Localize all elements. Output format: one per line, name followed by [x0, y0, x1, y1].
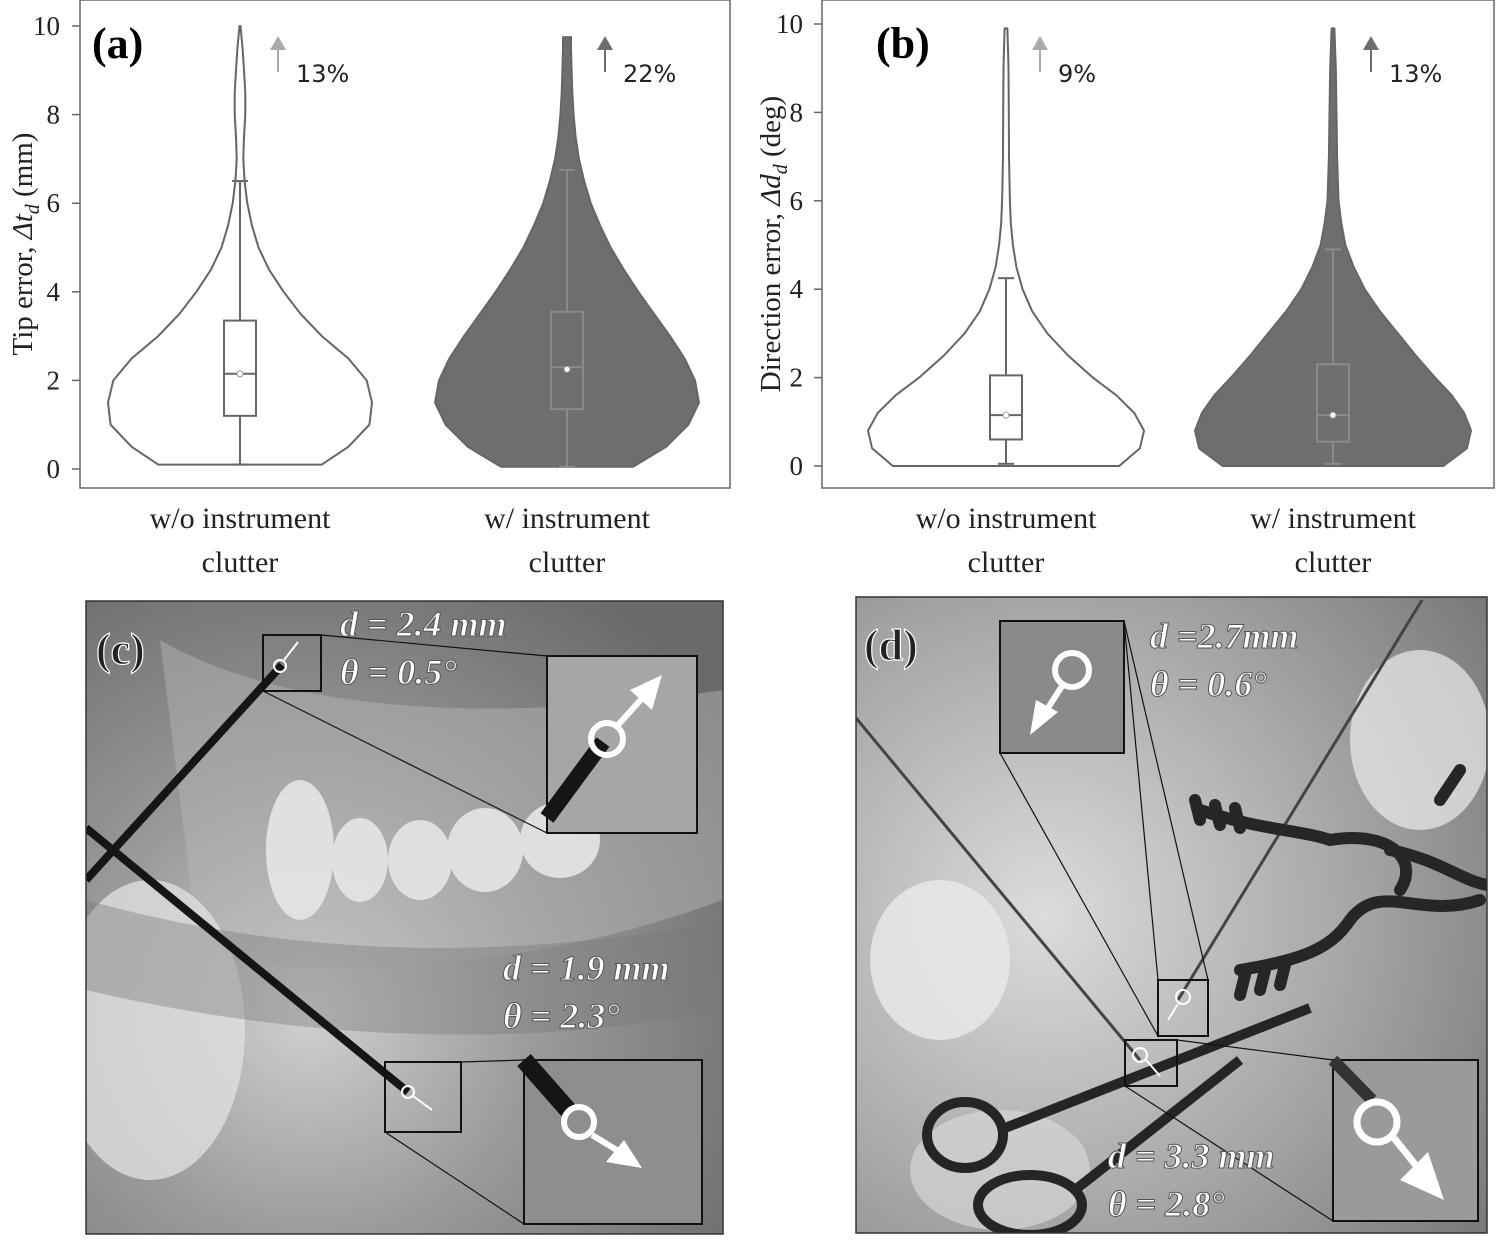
- svg-text:w/o instrument: w/o instrument: [916, 502, 1097, 535]
- svg-text:clutter: clutter: [202, 546, 279, 579]
- x-tick-label-a-0: w/o instrument clutter: [150, 502, 331, 579]
- svg-text:w/ instrument: w/ instrument: [1250, 502, 1416, 535]
- outlier-arrow-head-1-0: [1032, 36, 1048, 50]
- annotation-c-2-theta: θ = 2.3°: [503, 996, 620, 1036]
- zoom-source-box-c-1: [262, 634, 322, 692]
- zoom-source-box-d-2: [1124, 1039, 1178, 1087]
- mean-dot-0-1: [563, 365, 571, 373]
- zoom-inset-c-2: [517, 1054, 703, 1225]
- mean-dot-1-0: [1002, 411, 1010, 419]
- annotation-c-2-d: d = 1.9 mm: [503, 948, 670, 988]
- outlier-arrow-head-0-1: [597, 36, 613, 50]
- outlier-pct-label-1-0: 9%: [1058, 60, 1096, 88]
- y-axis-label-a: Tip error, Δtd (mm): [7, 133, 44, 356]
- dark-band-c: [86, 900, 723, 1035]
- zoom-source-box-c-2: [384, 1061, 462, 1133]
- svg-text:w/o instrument: w/o instrument: [150, 502, 331, 535]
- zoom-inset-d-2: [1328, 1055, 1479, 1222]
- panel-label-c: (c): [96, 625, 145, 674]
- iqr-box-1-0: [989, 374, 1023, 441]
- violins-a: 13% 22%: [107, 25, 700, 468]
- y-axis-label-b: Direction error, Δdd (deg): [755, 96, 792, 392]
- svg-text:clutter: clutter: [1295, 546, 1372, 579]
- svg-text:clutter: clutter: [529, 546, 606, 579]
- outlier-pct-label-0-1: 22%: [623, 60, 676, 88]
- iqr-box-1-1: [1316, 363, 1350, 443]
- panel-label-b: (b): [876, 19, 930, 68]
- instrument-line-d-1: [856, 717, 1142, 1061]
- violin-body-1-1: [1194, 27, 1472, 467]
- outlier-arrow-head-0-0: [270, 36, 286, 50]
- skull-bright-d: [870, 880, 1010, 1040]
- xray-panel-c: (c) d = 2.4 mm θ = 0.5° d = 1.9 mm θ = 2…: [85, 600, 724, 1235]
- annotation-c-1-theta: θ = 0.5°: [340, 652, 457, 692]
- x-tick-label-a-1: w/ instrument clutter: [484, 502, 650, 579]
- image-frame-d: [855, 596, 1488, 1234]
- plot-frame-a: [79, 0, 731, 489]
- y-tick-label-1-4: 8: [790, 97, 804, 127]
- mandible-c: [86, 880, 245, 1180]
- instrument-line-d-2: [1176, 599, 1424, 1001]
- outlier-arrow-head-1-1: [1363, 36, 1379, 50]
- y-tick-label-0-5: 10: [33, 11, 60, 41]
- mean-dot-1-1: [1329, 411, 1337, 419]
- y-tick-label-1-0: 0: [790, 451, 804, 481]
- y-tick-label-1-5: 10: [776, 9, 803, 39]
- instrument-line-c-1: [86, 662, 285, 883]
- y-tick-label-0-4: 8: [47, 100, 61, 130]
- y-tick-label-1-2: 4: [790, 274, 804, 304]
- outlier-pct-label-0-0: 13%: [296, 60, 349, 88]
- iqr-box-0-1: [550, 310, 584, 411]
- zoom-source-box-d-1: [1157, 979, 1209, 1037]
- annotation-d-2-d: d = 3.3 mm: [1108, 1136, 1275, 1176]
- y-tick-label-0-3: 6: [47, 188, 61, 218]
- iqr-box-0-0: [223, 319, 257, 417]
- annotation-c-1-d: d = 2.4 mm: [340, 604, 507, 644]
- outlier-pct-label-1-1: 13%: [1389, 60, 1442, 88]
- violin-body-1-0: [867, 27, 1145, 467]
- annotation-d-1-d: d =2.7mm: [1150, 616, 1299, 656]
- annotation-d-2-theta: θ = 2.8°: [1108, 1184, 1225, 1224]
- image-frame-c: [85, 600, 724, 1235]
- x-tick-label-b-1: w/ instrument clutter: [1250, 502, 1416, 579]
- y-ticks-a: 0 2 4 6 8 10: [33, 11, 80, 484]
- y-tick-label-0-2: 4: [47, 277, 61, 307]
- x-tick-label-b-0: w/o instrument clutter: [916, 502, 1097, 579]
- plot-frame-b: [821, 0, 1495, 489]
- y-tick-label-1-3: 6: [790, 186, 804, 216]
- annotation-d-1-theta: θ = 0.6°: [1150, 664, 1267, 704]
- xray-panel-d: (d) d =2.7mm θ = 0.6° d = 3.3 mm θ = 2.8…: [855, 596, 1488, 1234]
- instrument-line-c-2: [86, 824, 411, 1096]
- panel-label-d: (d): [864, 621, 918, 670]
- y-tick-label-0-0: 0: [47, 454, 61, 484]
- zoom-inset-d-1: [999, 620, 1125, 754]
- panel-label-a: (a): [92, 19, 143, 68]
- mean-dot-0-0: [236, 370, 244, 378]
- chart-b: 0 2 4 6 8 10 9% 13% (b) Direction error, Δdd (…: [755, 0, 1495, 579]
- y-tick-label-0-1: 2: [47, 365, 61, 395]
- y-tick-label-1-1: 2: [790, 363, 804, 393]
- y-ticks-b: 0 2 4 6 8 10: [776, 9, 822, 481]
- zoom-inset-c-1: [540, 655, 698, 834]
- chart-a: 0 2 4 6 8 10 13% 22% (a) Tip error, Δtd (mm) w…: [7, 0, 731, 579]
- svg-text:clutter: clutter: [968, 546, 1045, 579]
- retractor-d: [1189, 764, 1487, 1001]
- svg-text:w/ instrument: w/ instrument: [484, 502, 650, 535]
- violins-b: 9% 13%: [867, 27, 1472, 467]
